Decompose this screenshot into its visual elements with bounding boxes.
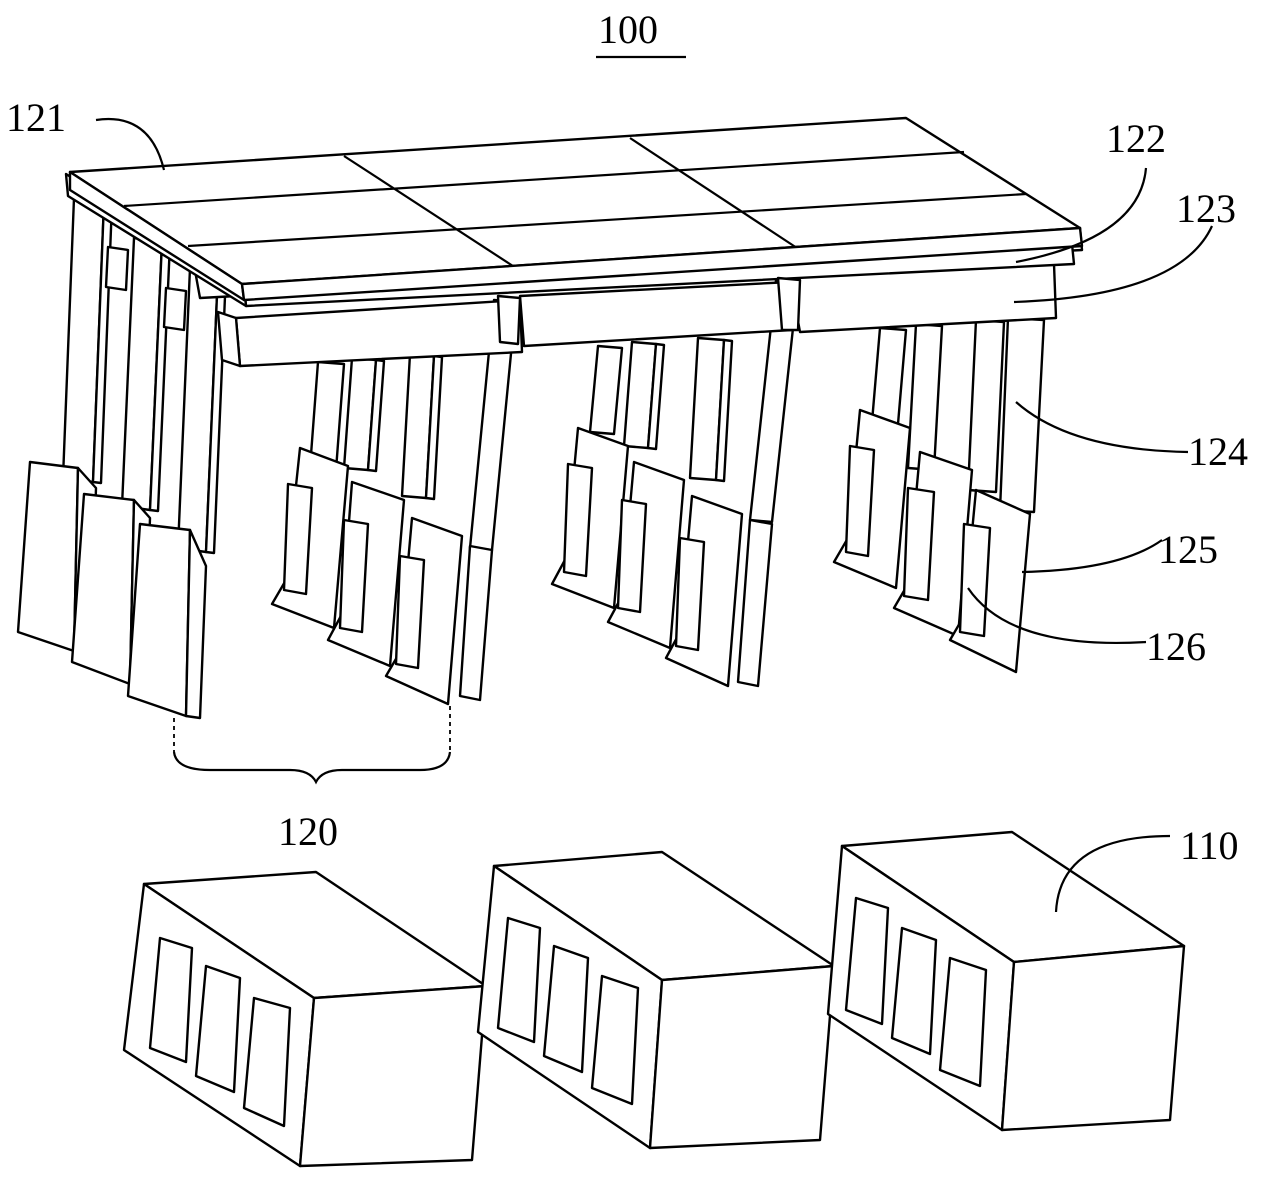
leader-122 xyxy=(1015,167,1148,264)
box-window xyxy=(844,896,890,1026)
leg-bar xyxy=(966,318,1006,494)
leg-bar xyxy=(998,316,1046,514)
label-125: 125 xyxy=(1158,527,1218,572)
clip-slot xyxy=(674,536,706,652)
foot-plate xyxy=(16,460,80,653)
leader-121 xyxy=(95,117,166,171)
leg-bar xyxy=(714,338,734,483)
leader-124 xyxy=(1015,401,1189,454)
box-window xyxy=(496,916,542,1044)
box-window xyxy=(148,936,194,1064)
label-123: 123 xyxy=(1176,186,1236,231)
box-side xyxy=(648,964,836,1150)
layer-123 xyxy=(518,280,794,348)
clip-slot xyxy=(338,518,370,634)
leader-123 xyxy=(1013,225,1213,304)
clip-slot xyxy=(902,486,936,602)
leg-bar xyxy=(906,322,944,472)
box-window xyxy=(938,956,988,1088)
foot-plate xyxy=(184,528,208,720)
label-124: 124 xyxy=(1188,429,1248,474)
box-side xyxy=(298,984,488,1168)
plate-seam xyxy=(343,155,517,269)
thin-pin xyxy=(736,518,774,688)
label-120: 120 xyxy=(278,809,338,854)
box-window xyxy=(542,944,590,1074)
label-122: 122 xyxy=(1106,116,1166,161)
curly-brace xyxy=(172,751,452,785)
layer-121-front xyxy=(240,226,1084,302)
clip-slot xyxy=(562,462,594,578)
leg-bar xyxy=(588,344,624,436)
foot-plate xyxy=(70,492,136,686)
clip-slot xyxy=(282,482,314,596)
label-126: 126 xyxy=(1146,624,1206,669)
clip-slot xyxy=(616,498,648,614)
top-plate-assembly xyxy=(64,116,1084,368)
joint-tab xyxy=(496,294,522,346)
thin-pin xyxy=(458,544,494,702)
box-window xyxy=(194,964,242,1094)
leg-tab xyxy=(162,286,188,332)
box-window xyxy=(590,974,640,1106)
leg-bar xyxy=(366,358,386,473)
mid-left-connector-group xyxy=(270,298,518,706)
plate-seam xyxy=(123,150,965,208)
clip-slot xyxy=(958,522,992,638)
box-middle xyxy=(476,850,836,1150)
leg-bar xyxy=(646,342,666,451)
box-right xyxy=(826,830,1186,1132)
box-side xyxy=(1000,944,1186,1132)
plate-seam xyxy=(629,137,801,251)
leader-110 xyxy=(1054,834,1171,913)
box-window xyxy=(242,996,292,1128)
foot-plate xyxy=(126,522,192,718)
leg-tab xyxy=(104,245,130,292)
brace-120 xyxy=(172,706,452,785)
leader-126 xyxy=(967,587,1147,644)
clip-slot xyxy=(394,554,426,670)
layer-123 xyxy=(234,298,524,368)
mid-connector-group xyxy=(550,278,800,688)
layer-123-side xyxy=(216,310,242,368)
figure-title: 100 xyxy=(598,7,658,52)
joint-tab xyxy=(776,276,802,332)
leader-125 xyxy=(1021,539,1163,574)
clip-slot xyxy=(844,444,876,558)
label-110: 110 xyxy=(1180,823,1239,868)
plate-seam xyxy=(187,192,1027,248)
label-121: 121 xyxy=(6,95,66,140)
right-connector-group xyxy=(832,316,1046,674)
box-window xyxy=(890,926,938,1056)
box-left xyxy=(122,870,488,1168)
leg-bar xyxy=(870,326,908,426)
